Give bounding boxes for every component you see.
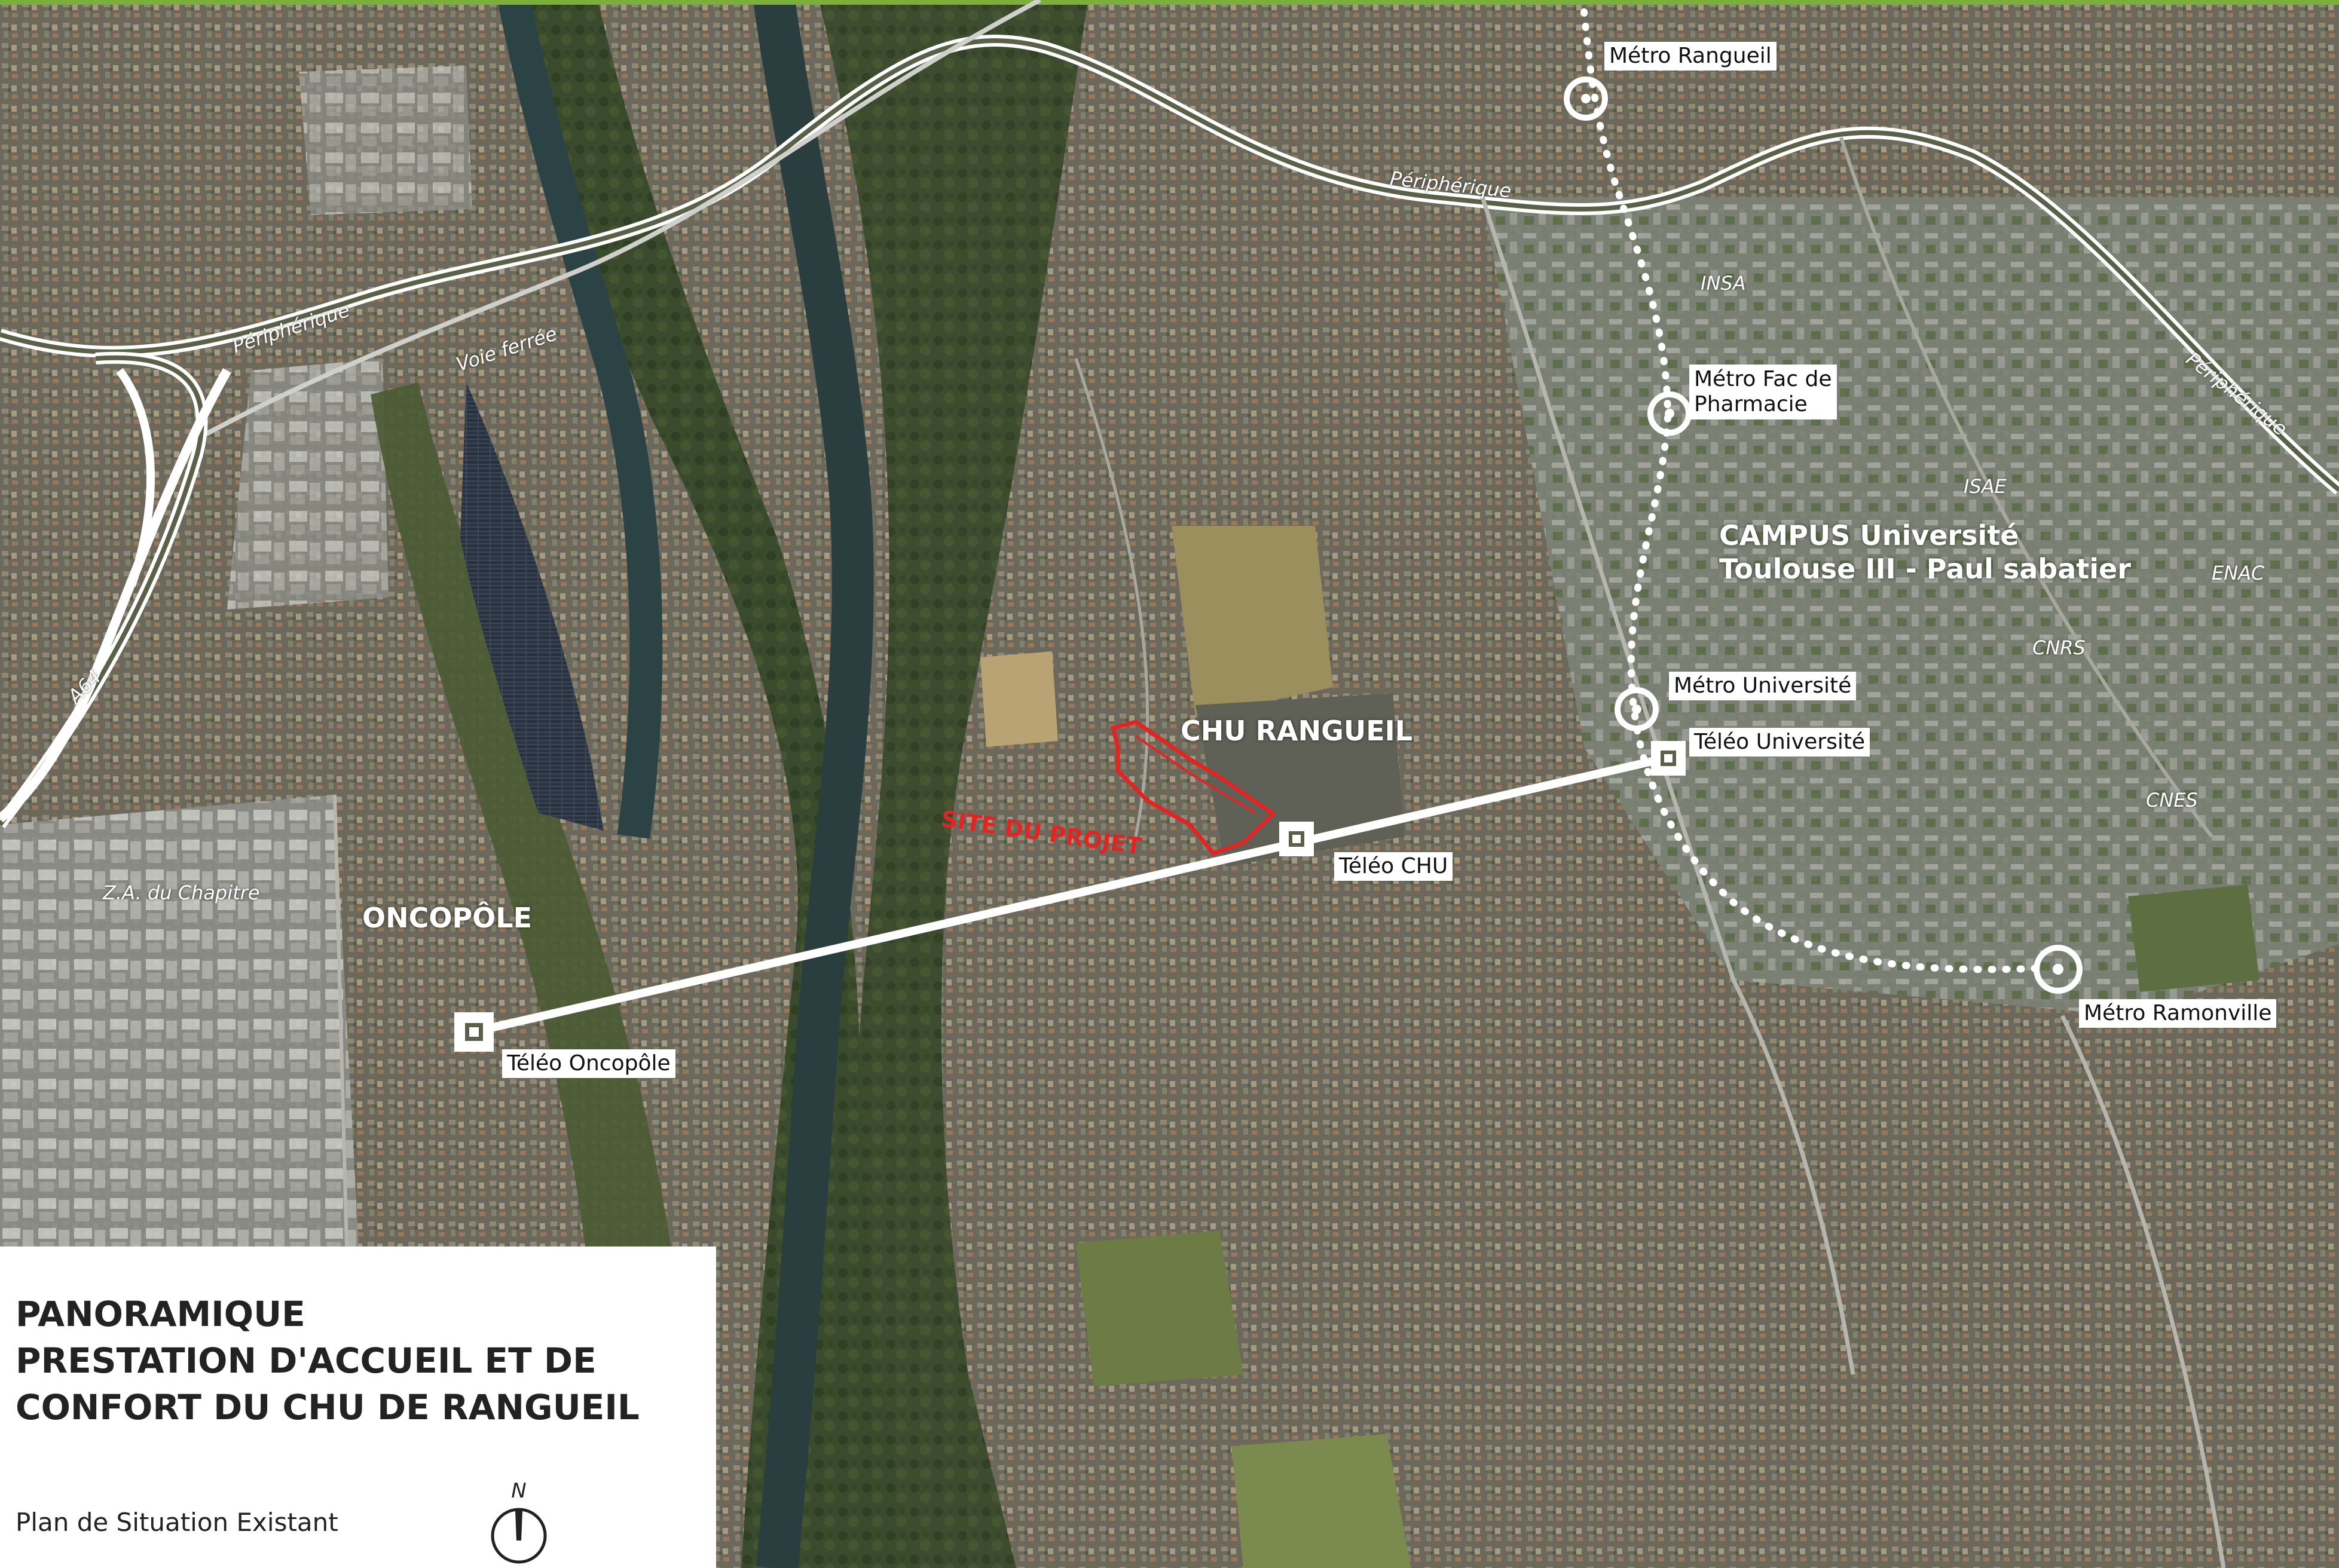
label-metro-fac-pharmacie-line1: Métro Fac de [1694,367,1832,391]
label-teleo-chu: Téléo CHU [1334,852,1453,881]
panel-subtitle: Plan de Situation Existant [16,1508,338,1537]
teleo-station-icon[interactable] [454,1012,494,1052]
north-label: N [511,1479,527,1503]
title-panel [0,1247,716,1568]
label-campus: CAMPUS Université Toulouse III - Paul sa… [1719,519,2131,586]
label-enac: ENAC [2212,562,2265,584]
label-metro-universite: Métro Université [1669,672,1857,700]
label-metro-ramonville: Métro Ramonville [2079,999,2277,1028]
label-isae: ISAE [1964,475,2007,498]
label-cnrs: CNRS [2032,636,2086,659]
label-metro-fac-pharmacie: Métro Fac de Pharmacie [1689,365,1837,419]
teleo-station-icon[interactable] [1279,822,1314,856]
label-insa: INSA [1701,272,1746,295]
metro-station-icon[interactable] [1615,687,1659,731]
north-arrow-icon [491,1508,547,1564]
label-teleo-oncopole: Téléo Oncopôle [502,1049,675,1078]
teleo-station-icon[interactable] [1651,741,1686,776]
label-cnes: CNES [2146,789,2198,811]
metro-station-icon[interactable] [1647,391,1692,436]
label-chu-rangueil: CHU RANGUEIL [1181,715,1413,747]
panel-title-line3: CONFORT DU CHU DE RANGUEIL [16,1387,640,1428]
metro-station-icon[interactable] [2034,945,2083,994]
panel-title-line2: PRESTATION D'ACCUEIL ET DE [16,1340,597,1381]
panel-title: PANORAMIQUE PRESTATION D'ACCUEIL ET DE C… [16,1291,709,1431]
metro-station-icon[interactable] [1564,76,1608,121]
label-za-chapitre: Z.A. du Chapitre [103,881,260,904]
label-metro-rangueil: Métro Rangueil [1604,42,1777,71]
label-campus-line2: Toulouse III - Paul sabatier [1719,553,2131,585]
label-teleo-universite: Téléo Université [1689,728,1870,757]
label-metro-fac-pharmacie-line2: Pharmacie [1694,392,1808,416]
label-campus-line1: CAMPUS Université [1719,519,2019,552]
label-oncopole: ONCOPÔLE [362,902,533,934]
panel-title-line1: PANORAMIQUE [16,1294,305,1334]
